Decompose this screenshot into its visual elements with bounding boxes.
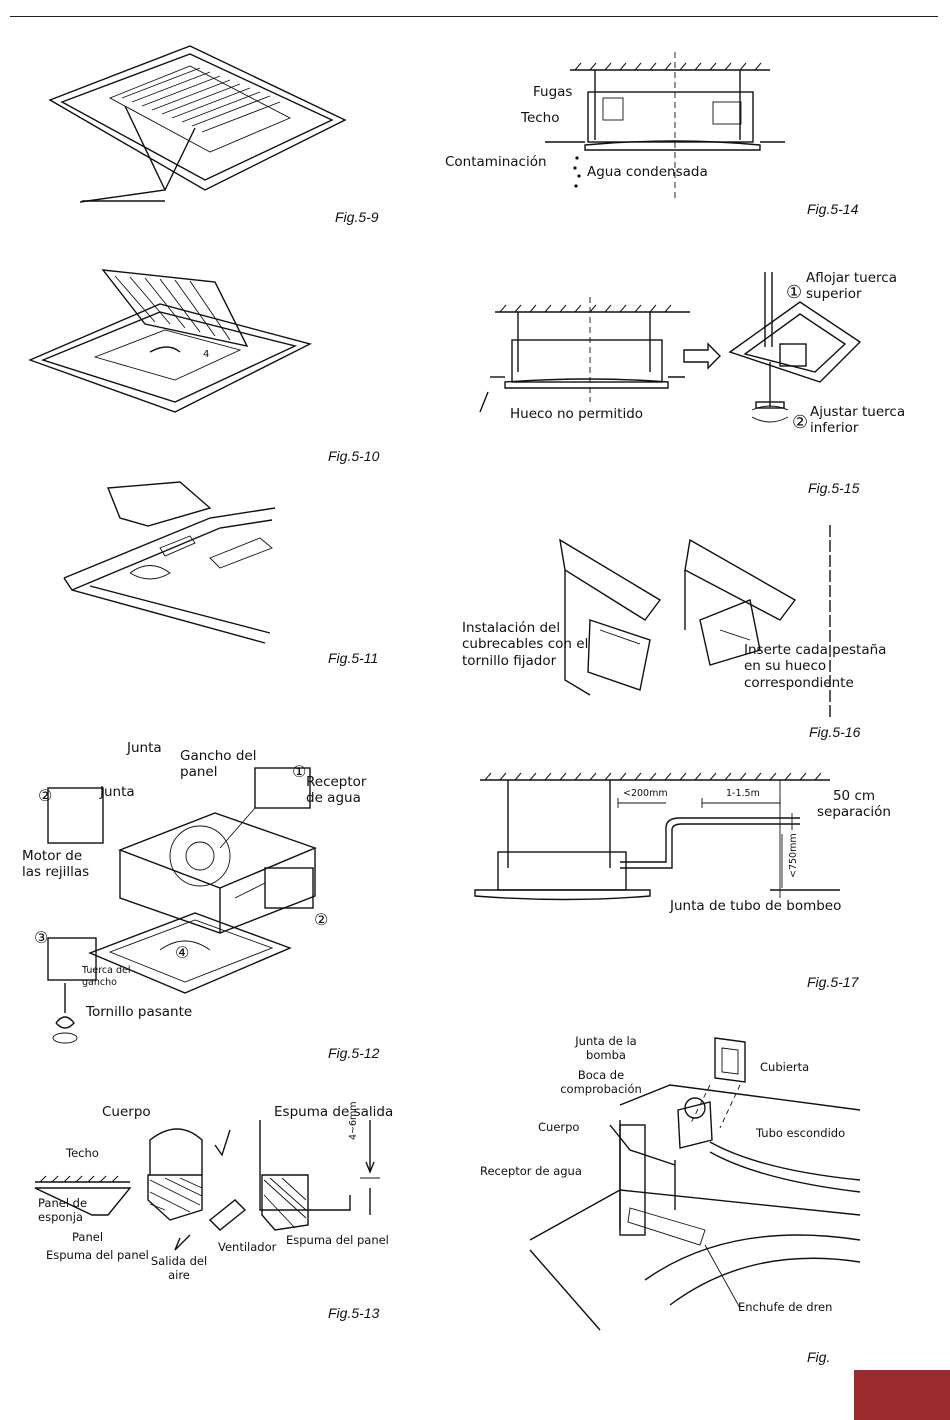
figure-5-10: 4 Fig.5-10 <box>25 262 385 467</box>
label-ajustar-tuerca: Ajustar tuerca inferior <box>810 404 906 437</box>
label-cubierta: Cubierta <box>760 1060 810 1074</box>
label-receptor-agua: Receptor de agua <box>306 774 367 807</box>
label-gancho-panel: Gancho del panel <box>180 748 257 781</box>
figure-caption: Fig.5-13 <box>328 1305 380 1321</box>
label-hueco-no-permitido: Hueco no permitido <box>510 406 644 422</box>
figure-caption: Fig. <box>807 1349 831 1365</box>
label-num-3: ③ <box>34 928 49 947</box>
label-ventilador: Ventilador <box>218 1240 277 1254</box>
page-tab <box>854 1370 950 1420</box>
figure-caption: Fig.5-15 <box>808 480 860 496</box>
label-dim-200mm: <200mm <box>623 788 668 799</box>
label-instalacion-cubrecables: Instalación del cubrecables con el torni… <box>462 620 589 669</box>
label-tuerca-gancho: Tuerca del gancho <box>82 965 131 988</box>
label-cuerpo: Cuerpo <box>538 1120 580 1134</box>
label-techo: Techo <box>66 1146 99 1160</box>
label-boca-comprobacion: Boca de comprobación <box>560 1068 642 1097</box>
label-espuma-panel-left: Espuma del panel <box>46 1248 149 1262</box>
figure-caption: Fig.5-12 <box>328 1045 380 1061</box>
figure-5-15: Hueco no permitido ① Aflojar tuerca supe… <box>479 262 920 502</box>
label-junta-bomba: Junta de la bomba <box>575 1034 637 1063</box>
label-junta-top: Junta <box>127 740 162 756</box>
label-fugas: Fugas <box>533 84 573 100</box>
figure-5-11: Fig.5-11 <box>60 478 390 668</box>
figure-caption: Fig.5-16 <box>809 724 861 740</box>
label-num-1: ① <box>292 762 307 781</box>
label-num-2: ② <box>792 412 809 433</box>
figure-5-18: Junta de la bomba Cubierta Boca de compr… <box>470 1030 870 1370</box>
label-inserte-pestana: Inserte cada pestaña en su hueco corresp… <box>744 642 887 691</box>
label-tornillo-pasante: Tornillo pasante <box>86 1004 193 1020</box>
label-techo: Techo <box>521 110 560 126</box>
figure-caption: Fig.5-9 <box>335 209 379 225</box>
label-enchufe-dren: Enchufe de dren <box>738 1300 833 1314</box>
label-panel-esponja: Panel de esponja <box>38 1196 88 1225</box>
label-tubo-escondido: Tubo escondido <box>756 1126 846 1140</box>
figure-5-16: Instalación del cubrecables con el torni… <box>460 520 900 745</box>
figure-5-9-drawing <box>48 45 347 203</box>
label-espuma-salida: Espuma de salida <box>274 1104 394 1120</box>
label-espuma-panel-right: Espuma del panel <box>286 1233 389 1247</box>
figure-5-11-drawing <box>63 481 276 644</box>
label-panel: Panel <box>72 1230 104 1244</box>
figure-caption: Fig.5-14 <box>807 201 859 217</box>
figure-5-9: Fig.5-9 <box>40 40 390 230</box>
figure-caption: Fig.5-10 <box>328 448 380 464</box>
label-num-2a: ② <box>38 786 53 805</box>
label-agua-condensada: Agua condensada <box>587 164 708 180</box>
label-salida-aire: Salida del aire <box>150 1254 208 1283</box>
figure-5-17: <200mm 1-1.5m 50 cm separación <750mm Ju… <box>470 768 910 993</box>
label-receptor-agua: Receptor de agua <box>480 1164 582 1178</box>
label-cuerpo: Cuerpo <box>102 1104 151 1120</box>
figure-5-17-drawing <box>474 772 840 901</box>
figure-5-18-drawing <box>529 1037 861 1331</box>
label-dim-750mm: <750mm <box>788 833 799 878</box>
figure-5-14: Fugas Techo Contaminación Agua condensad… <box>445 50 865 225</box>
label-50cm-separacion: 50 cm separación <box>817 788 891 821</box>
figure-5-12: Junta Gancho del panel ① Receptor de agu… <box>20 738 390 1063</box>
figure-5-16-drawing <box>559 525 831 720</box>
figure-5-14-drawing <box>545 52 785 200</box>
label-num-4: ④ <box>175 943 190 962</box>
label-contaminacion: Contaminación <box>445 154 547 170</box>
label-motor-rejillas: Motor de las rejillas <box>22 848 90 881</box>
figure-5-12-drawing <box>47 767 317 1044</box>
figure-caption: Fig.5-11 <box>328 650 379 666</box>
label-dimension-4-6mm: 4~6mm <box>348 1101 359 1140</box>
figure-5-15-drawing <box>479 272 862 423</box>
label-junta-left: Junta <box>100 784 135 800</box>
label-dim-1-1-5m: 1-1.5m <box>726 788 760 799</box>
label-junta-tubo-bombeo: Junta de tubo de bombeo <box>670 898 842 914</box>
figure-5-13: Cuerpo Espuma de salida 4~6mm Techo Pane… <box>30 1100 400 1330</box>
top-rule <box>10 16 938 17</box>
svg-text:4: 4 <box>203 349 209 360</box>
label-num-2b: ② <box>314 910 329 929</box>
figure-caption: Fig.5-17 <box>807 974 859 990</box>
figure-5-13-drawing <box>34 1120 380 1251</box>
label-num-1: ① <box>786 282 803 303</box>
figure-5-10-drawing: 4 <box>28 269 312 413</box>
label-aflojar-tuerca: Aflojar tuerca superior <box>806 270 897 303</box>
